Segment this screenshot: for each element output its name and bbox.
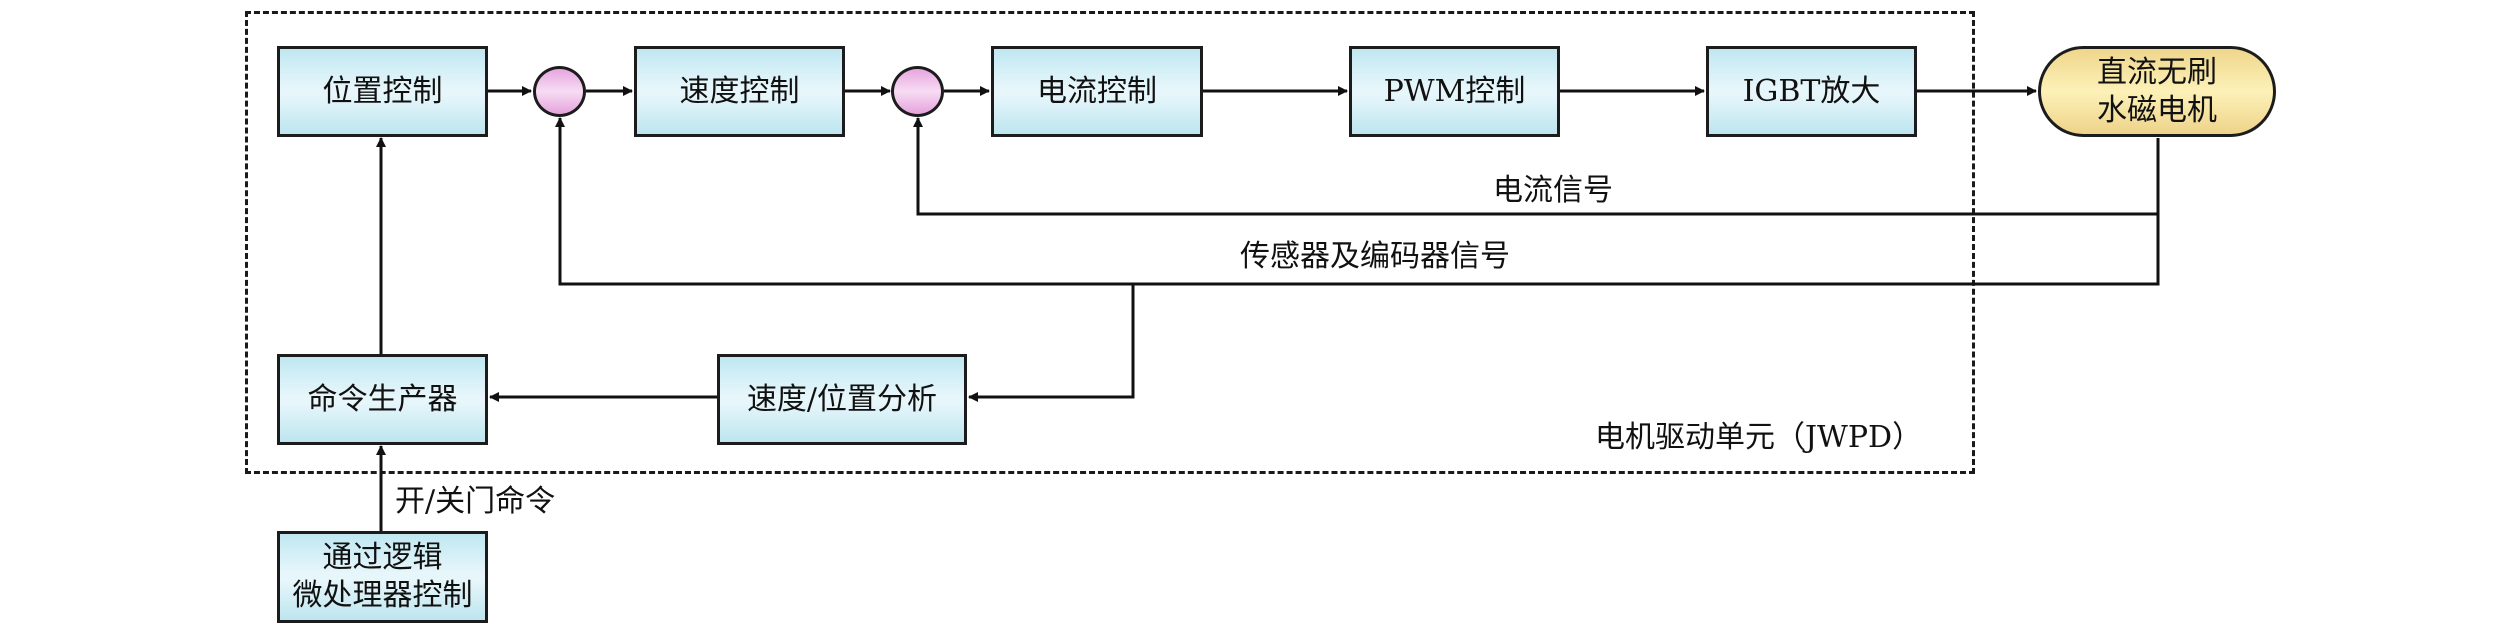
block-label: 位置控制 — [322, 73, 443, 109]
logic-mcu-block: 通过逻辑 微处理器控制 — [277, 531, 488, 623]
block-label: 速度控制 — [679, 73, 800, 109]
block-label: IGBT放大 — [1742, 73, 1881, 109]
position-control-block: 位置控制 — [277, 46, 488, 137]
motor-drive-unit-frame — [245, 11, 1975, 474]
sensor-encoder-signal-label: 传感器及编码器信号 — [1240, 239, 1510, 274]
speed-control-block: 速度控制 — [634, 46, 845, 137]
current-signal-label: 电流信号 — [1493, 173, 1613, 208]
summing-junction-2 — [891, 66, 944, 117]
block-label: PWM控制 — [1383, 73, 1526, 109]
mcu-label-line1: 通过逻辑 — [322, 540, 443, 575]
current-control-block: 电流控制 — [991, 46, 1203, 137]
motor-label-line2: 水磁电机 — [2097, 92, 2217, 128]
block-label: 命令生产器 — [307, 381, 458, 417]
wire-sensor-feedback — [555, 117, 2160, 286]
motor-label-line1: 直流无刷 — [2097, 54, 2217, 90]
speed-position-analysis-block: 速度/位置分析 — [717, 354, 967, 445]
bldc-motor-block: 直流无刷 水磁电机 — [2038, 46, 2276, 137]
door-command-label: 开/关门命令 — [395, 484, 556, 519]
pwm-control-block: PWM控制 — [1349, 46, 1560, 137]
block-label: 电流控制 — [1037, 73, 1157, 109]
block-label: 速度/位置分析 — [746, 381, 938, 417]
igbt-amplifier-block: IGBT放大 — [1706, 46, 1917, 137]
motor-drive-unit-label: 电机驱动单元（JWPD） — [1595, 420, 1923, 455]
mcu-label-line2: 微处理器控制 — [292, 578, 473, 613]
summing-junction-1 — [533, 66, 586, 117]
wire-sensor-to-analysis — [968, 284, 1135, 402]
command-generator-block: 命令生产器 — [277, 354, 488, 445]
wire-current-feedback — [913, 117, 2160, 216]
